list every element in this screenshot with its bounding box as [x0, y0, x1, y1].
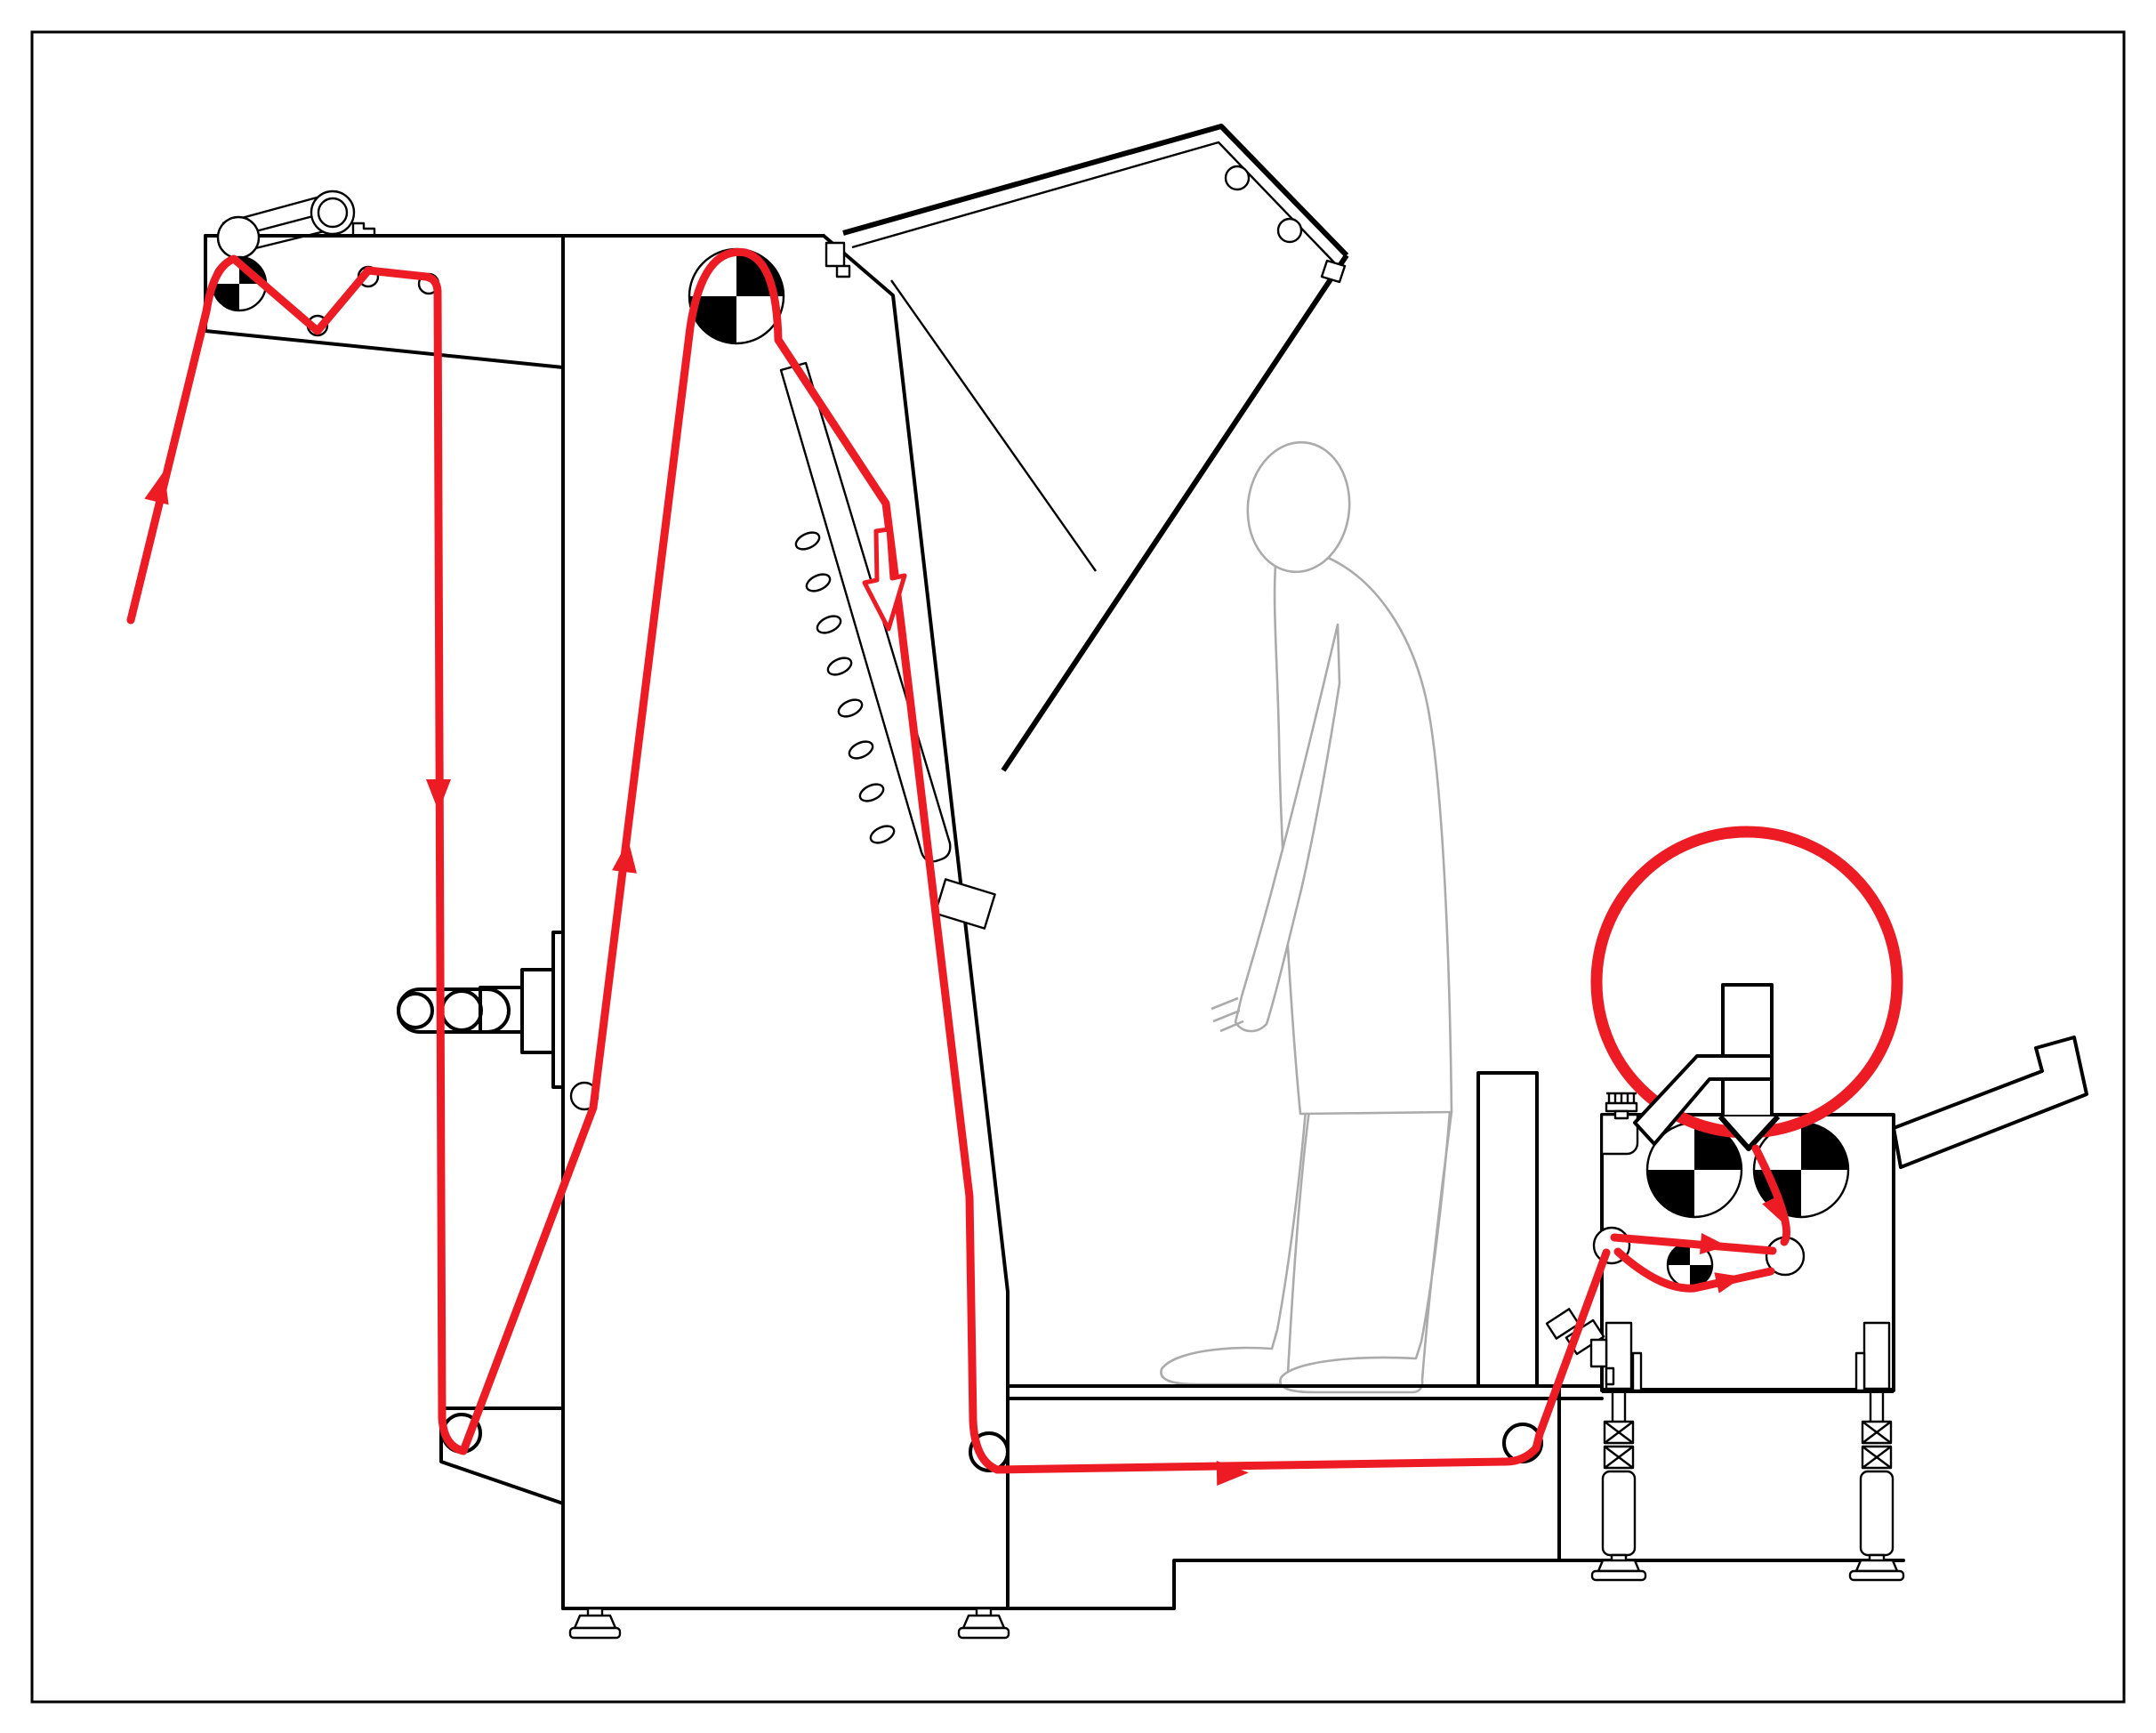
operator-hand: [1211, 996, 1244, 1033]
adjuster-knob: [1605, 1092, 1638, 1120]
operator-silhouette: [1160, 440, 1453, 1394]
side-shaft-assembly: [397, 931, 599, 1111]
incline-hollow-arrow: [862, 527, 907, 632]
inspection-tower: [397, 234, 1010, 1610]
roll-mast: [1633, 983, 1781, 1151]
shaft-roller: [440, 989, 483, 1032]
exit-chute: [1892, 1036, 2088, 1169]
rewinder-leg-right: [1848, 1390, 1905, 1582]
lid-hinge-bracket: [825, 241, 851, 278]
arm-bracket: [351, 222, 376, 236]
lid-hole: [1276, 217, 1303, 244]
lower-roller-bracket: [439, 1407, 565, 1505]
lid-hole: [1224, 165, 1251, 191]
web-direction-arrows: [144, 471, 1784, 1486]
cog-mark-tower-drum: [688, 247, 785, 345]
leveling-feet: [568, 1607, 1010, 1640]
support-pillar: [1476, 1071, 1539, 1388]
base-and-platform: [561, 1071, 1905, 1640]
operator-far-leg: [1160, 1108, 1311, 1386]
leg-plate: [1862, 1321, 1891, 1390]
web-weave-upper: [1610, 1233, 1777, 1255]
rewinder-leg-left: [1590, 1390, 1647, 1582]
web-main-run: [126, 247, 1541, 1474]
drawing-border: [30, 30, 2126, 1704]
leg-plate: [1854, 1351, 1866, 1392]
winding-drums: [1645, 1121, 1850, 1219]
nip-guide: [1718, 1114, 1781, 1151]
base-bottom-edge: [561, 1559, 1905, 1610]
lid-corner-notch: [1320, 259, 1347, 284]
lid-outer-edge: [842, 124, 1349, 258]
shaft-roller: [397, 992, 434, 1029]
open-lid: [842, 124, 1349, 772]
lid-lower-edge: [1001, 254, 1349, 772]
floor-roller: [969, 1431, 1010, 1472]
perforated-incline-panel: [779, 361, 996, 930]
operator-head: [1246, 440, 1351, 574]
leg-plate: [1605, 1321, 1633, 1390]
panel-end-block: [934, 878, 996, 930]
operator-torso: [1273, 537, 1453, 1116]
arm-roller: [216, 215, 261, 260]
operator-arm: [1234, 623, 1341, 1033]
web-path: [126, 247, 1791, 1486]
operator-near-leg: [1279, 1110, 1453, 1394]
leg-plate: [1631, 1351, 1643, 1392]
web-riser: [1532, 1248, 1611, 1453]
lid-near-edge: [890, 279, 1097, 572]
corner-plate: [1600, 1113, 1639, 1156]
arm-end-roller-hub: [317, 197, 349, 229]
platform-deck: [1006, 1384, 1604, 1400]
web-weave-lower: [1613, 1247, 1775, 1293]
